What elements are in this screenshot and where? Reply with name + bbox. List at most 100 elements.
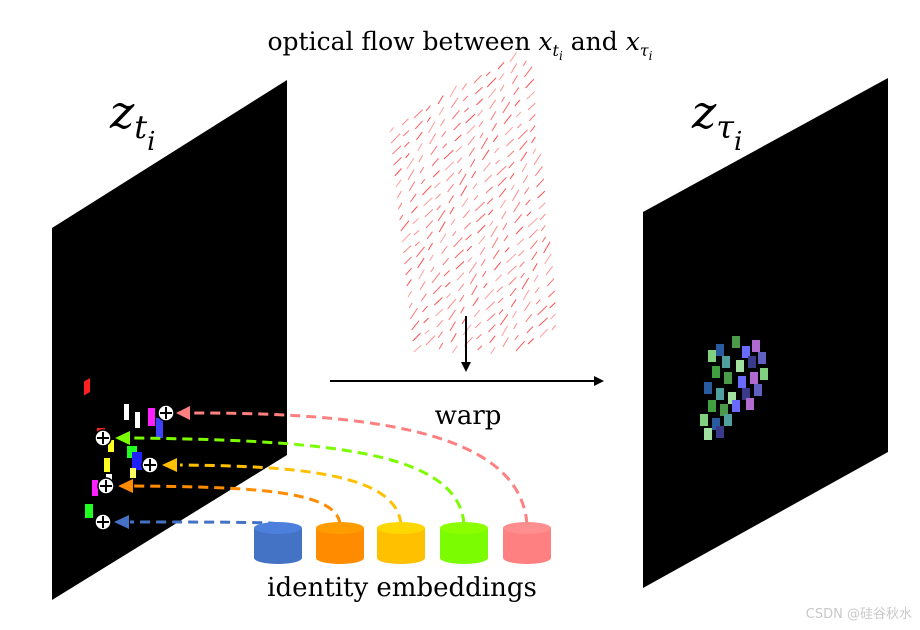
flow-vector: [414, 241, 420, 247]
left-identity-patches: [84, 378, 163, 518]
flow-vector: [435, 308, 444, 317]
flow-vector: [536, 299, 541, 305]
flow-vector: [525, 313, 533, 323]
flow-vector: [416, 246, 425, 258]
flow-vector: [531, 136, 536, 144]
flow-vector: [452, 110, 460, 120]
flow-vector: [469, 273, 477, 285]
flow-vector: [423, 197, 433, 207]
flow-vector: [510, 63, 518, 74]
patch: [84, 378, 90, 396]
patch: [108, 440, 114, 452]
flow-vector: [413, 229, 420, 236]
warp-label: warp: [435, 401, 502, 431]
add-operator-icon: [141, 456, 159, 474]
flow-vector: [514, 99, 521, 107]
flow-vector: [499, 84, 505, 92]
flow-vector: [550, 313, 556, 320]
patch: [92, 480, 98, 496]
flow-vector: [424, 209, 434, 218]
flow-vector: [472, 183, 478, 190]
flow-vector: [460, 185, 468, 197]
flow-vector: [539, 213, 546, 221]
flow-vector: [526, 211, 532, 217]
flow-vector: [479, 132, 484, 139]
flow-vector: [507, 150, 515, 158]
warped-patch: [732, 400, 740, 412]
flow-vector: [526, 326, 534, 334]
patch: [156, 418, 163, 438]
flow-vector: [477, 345, 483, 351]
flow-vector: [508, 161, 515, 169]
warped-patch: [746, 398, 754, 410]
flow-vector: [511, 310, 517, 319]
add-operator-icon: [97, 477, 115, 495]
flow-vector: [497, 177, 507, 187]
flow-vector: [474, 201, 485, 212]
flow-vector: [436, 205, 442, 211]
warped-patch: [712, 366, 720, 378]
flow-vector: [528, 229, 538, 239]
flow-vector: [434, 182, 441, 189]
flow-vector: [461, 318, 466, 325]
warped-patch: [748, 356, 756, 368]
flow-vector: [520, 272, 525, 279]
flow-vector: [498, 309, 504, 315]
flow-vector: [425, 220, 434, 229]
warped-patch: [738, 376, 746, 388]
warped-patch: [716, 388, 724, 400]
flow-vector: [412, 332, 421, 342]
flow-vector: [537, 305, 548, 316]
flow-vector: [501, 325, 509, 337]
embedding-links: [129, 411, 529, 526]
flow-vector: [538, 202, 546, 210]
flow-vector: [442, 143, 448, 149]
flow-vector: [477, 109, 484, 117]
flow-vector: [480, 258, 486, 267]
flow-vector: [485, 71, 491, 77]
flow-vector: [420, 178, 426, 185]
flow-vector: [437, 331, 444, 339]
watermark: CSDN @硅谷秋水: [806, 607, 912, 622]
flow-vector: [438, 221, 446, 233]
flow-vector: [399, 214, 404, 221]
flow-vector: [513, 201, 521, 213]
flow-vector: [532, 148, 537, 155]
flow-vector: [415, 131, 423, 141]
flow-vector: [457, 283, 465, 292]
flow-vector: [390, 133, 401, 144]
add-operator-icon: [94, 513, 112, 531]
flow-vector: [435, 193, 441, 200]
flow-vector: [420, 293, 427, 302]
flow-vector: [489, 99, 497, 110]
flow-vector: [422, 305, 429, 313]
flow-vector: [498, 73, 505, 81]
flow-vector: [489, 220, 494, 227]
flow-vector: [469, 158, 476, 168]
arrowhead-blue: [114, 515, 129, 529]
flow-vector: [401, 118, 409, 126]
flow-vector: [411, 205, 418, 214]
flow-vector: [515, 340, 525, 352]
flow-vector: [508, 276, 517, 286]
flow-vector: [409, 307, 418, 320]
flow-vector: [468, 147, 475, 157]
flow-vector: [481, 149, 490, 161]
flow-vector: [439, 118, 446, 127]
flow-vector: [524, 66, 533, 78]
flow-vector: [509, 287, 517, 297]
warped-patch: [704, 428, 712, 440]
flow-vector: [492, 135, 499, 143]
flow-vector: [392, 145, 402, 155]
flow-vector: [462, 324, 472, 336]
flow-vector: [511, 189, 520, 202]
embeddings-label: identity embeddings: [267, 573, 537, 603]
flow-vector: [533, 153, 542, 166]
link-arrowheads: [114, 406, 190, 529]
flow-vector: [499, 199, 507, 209]
warped-patch: [700, 414, 708, 426]
warped-patch: [758, 352, 766, 364]
flow-vector: [404, 256, 412, 265]
flow-vector: [497, 61, 505, 70]
